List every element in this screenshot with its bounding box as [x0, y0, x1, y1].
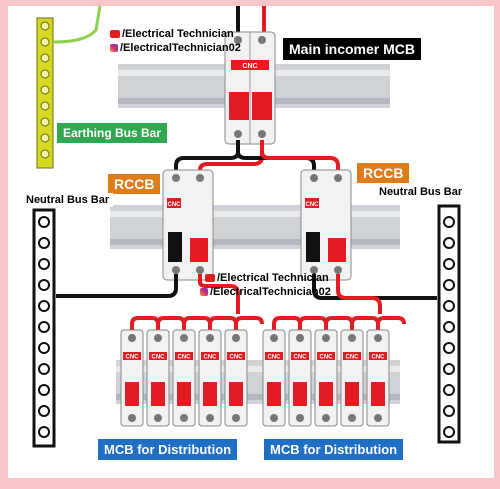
mcb-brand: CNC [294, 355, 308, 361]
mcb-distribution-left-label: MCB for Distribution [98, 439, 238, 460]
instagram-handle-middle[interactable]: /ElectricalTechnician02 [200, 286, 331, 298]
neutral-screw [443, 426, 455, 438]
neutral-screw [38, 279, 50, 291]
mcb-brand: CNC [268, 355, 282, 361]
earth-screw [40, 117, 50, 127]
earthing-bus-bar [36, 17, 54, 169]
neutral-screw [443, 279, 455, 291]
distribution-mcb: CNC [366, 329, 390, 427]
neutral-screw [443, 216, 455, 228]
distribution-mcb: CNC [198, 329, 222, 427]
earth-screw [40, 53, 50, 63]
youtube-icon [110, 30, 120, 39]
mcb-brand: CNC [152, 355, 166, 361]
neutral-screw [443, 384, 455, 396]
neutral-screw [443, 258, 455, 270]
main-to-rccb-right-live [260, 140, 340, 172]
earth-wire [53, 5, 102, 44]
mcb-brand: CNC [372, 355, 386, 361]
rccb-left-label: RCCB [108, 174, 161, 194]
rccb-left-brand: CNC [168, 202, 182, 208]
main-incomer-mcb: CNC [224, 31, 276, 145]
mcb-link-wire [234, 316, 264, 336]
earth-screw [40, 101, 50, 111]
neutral-screw [443, 300, 455, 312]
mcb-group-right: CNC CNC CNC CNC CNC [262, 316, 406, 427]
rccb-left: CNC [162, 169, 214, 281]
mcb-brand: CNC [320, 355, 334, 361]
main-incomer-label: Main incomer MCB [283, 38, 422, 60]
rccb-left-neutral-out [56, 274, 178, 298]
distribution-mcb: CNC [262, 329, 286, 427]
rccb-right-live-out [336, 274, 382, 314]
neutral-bus-bar-left [32, 208, 56, 448]
neutral-screw [38, 216, 50, 228]
neutral-screw [443, 321, 455, 333]
neutral-screw [38, 405, 50, 417]
rccb-right-label: RCCB [357, 163, 410, 183]
earth-screw [40, 133, 50, 143]
neutral-screw [38, 342, 50, 354]
mcb-group-left: CNC CNC CNC CNC CNC [120, 316, 264, 427]
rccb-right-neutral-out [312, 274, 437, 300]
earth-screw [40, 37, 50, 47]
earth-screw [40, 21, 50, 31]
mcb-brand: CNC [126, 355, 140, 361]
earthing-bus-bar-label: Earthing Bus Bar [57, 123, 168, 143]
distribution-mcb: CNC [224, 329, 248, 427]
earth-screw [40, 69, 50, 79]
distribution-mcb: CNC [288, 329, 312, 427]
neutral-screw [38, 426, 50, 438]
distribution-mcb: CNC [172, 329, 196, 427]
distribution-mcb: CNC [340, 329, 364, 427]
rccb-right: CNC [300, 169, 352, 281]
main-mcb-brand: CNC [242, 63, 257, 70]
neutral-bus-bar-left-label: Neutral Bus Bar [22, 193, 114, 207]
mcb-brand: CNC [204, 355, 218, 361]
youtube-channel-top[interactable]: /Electrical Technician [110, 28, 234, 40]
youtube-icon [205, 274, 215, 283]
neutral-screw [38, 300, 50, 312]
rccb-right-brand: CNC [306, 202, 320, 208]
earth-screw [40, 85, 50, 95]
distribution-mcb: CNC [120, 329, 144, 427]
youtube-channel-middle[interactable]: /Electrical Technician [205, 272, 329, 284]
neutral-screw [38, 384, 50, 396]
mcb-distribution-right-label: MCB for Distribution [264, 439, 404, 460]
neutral-screw [38, 237, 50, 249]
instagram-handle-top[interactable]: /ElectricalTechnician02 [110, 42, 241, 54]
distribution-mcb: CNC [314, 329, 338, 427]
neutral-bus-bar-right [437, 204, 461, 444]
instagram-icon [110, 44, 118, 53]
neutral-screw [443, 363, 455, 375]
mcb-brand: CNC [178, 355, 192, 361]
neutral-screw [38, 363, 50, 375]
neutral-screw [443, 405, 455, 417]
mcb-brand: CNC [230, 355, 244, 361]
neutral-screw [38, 321, 50, 333]
mcb-brand: CNC [346, 355, 360, 361]
earth-screw [40, 149, 50, 159]
din-rail-middle [110, 205, 400, 249]
neutral-screw [38, 258, 50, 270]
mcb-link-wire [376, 316, 406, 336]
rccb-left-live-out [198, 274, 240, 314]
neutral-bus-bar-right-label: Neutral Bus Bar [375, 185, 467, 199]
neutral-screw [443, 237, 455, 249]
instagram-icon [200, 288, 208, 297]
distribution-mcb: CNC [146, 329, 170, 427]
neutral-screw [443, 342, 455, 354]
